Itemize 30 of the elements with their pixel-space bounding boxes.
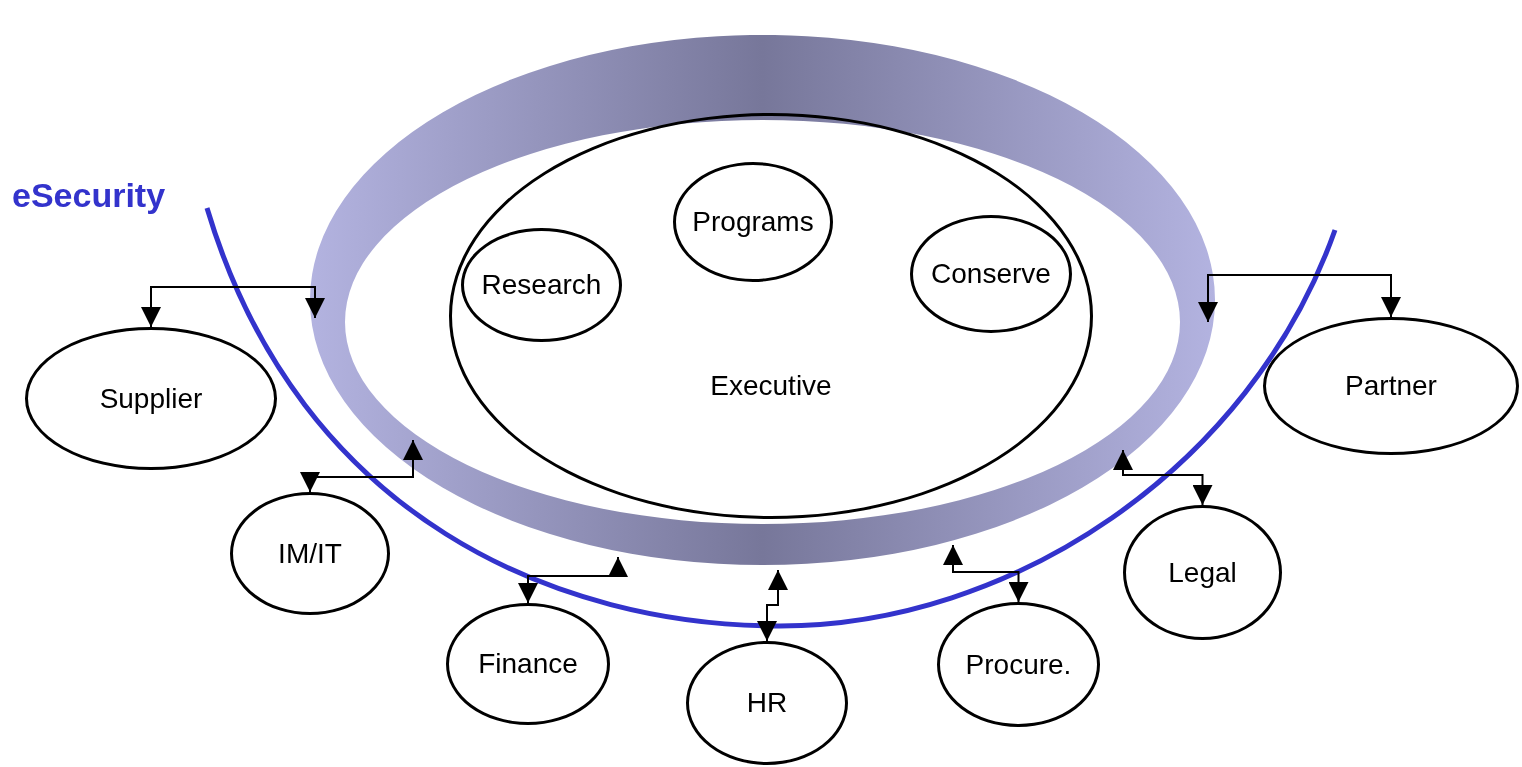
node-label: Legal: [1168, 556, 1237, 589]
ellipse-node: [910, 215, 1072, 333]
connector-arrow: [141, 286, 325, 328]
connector-arrow: [943, 544, 1029, 603]
ellipse-node: [446, 603, 610, 725]
node-label: Partner: [1345, 370, 1437, 402]
ellipse-node: [1123, 505, 1282, 640]
node-label: IM/IT: [278, 537, 342, 570]
ellipse-node: [937, 602, 1100, 727]
ellipse-node: [673, 162, 833, 282]
ellipse-node: [686, 641, 848, 765]
node-label: Executive: [710, 370, 832, 402]
ellipse-node: [25, 327, 277, 470]
ellipse-node: [461, 228, 622, 342]
connector-arrow: [757, 569, 788, 642]
ellipse-node: [1263, 317, 1519, 455]
connector-arrow: [518, 556, 628, 604]
node-label: Supplier: [99, 382, 203, 415]
ellipse-node: [449, 113, 1093, 519]
connector-arrow: [1198, 274, 1401, 323]
node-label: Conserve: [931, 258, 1051, 290]
node-label: HR: [746, 687, 788, 719]
node-label: Procure.: [965, 648, 1072, 681]
connector-arrow: [1113, 449, 1213, 506]
node-label: Research: [481, 269, 602, 301]
connector-arrow: [300, 439, 423, 493]
region-label: eSecurity: [12, 176, 166, 215]
ellipse-node: [230, 492, 390, 615]
node-label: Programs: [692, 206, 814, 238]
node-label: Finance: [478, 648, 578, 680]
